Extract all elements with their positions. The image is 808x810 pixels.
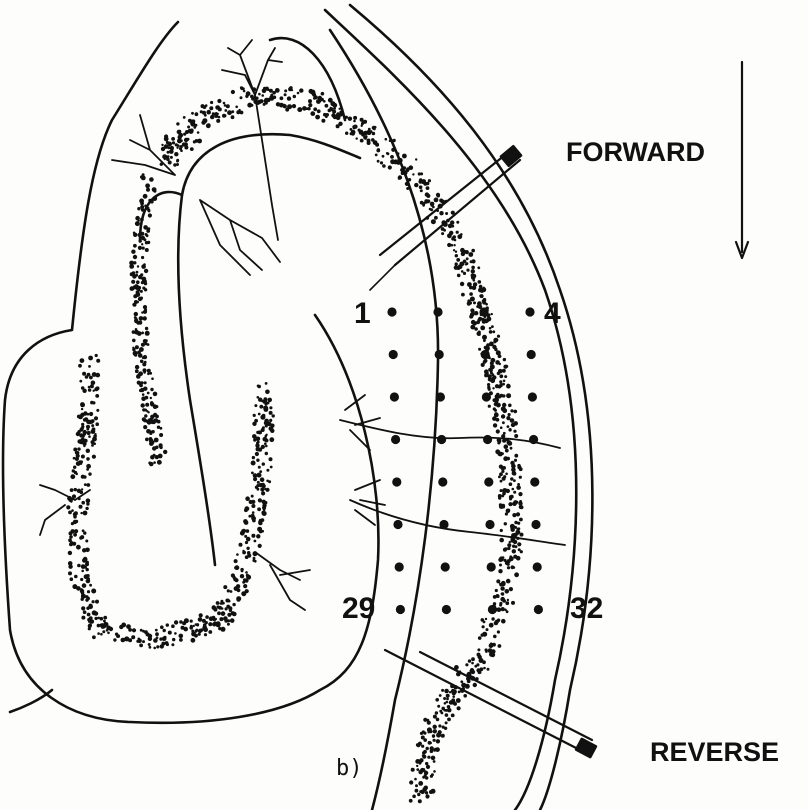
reverse-label: REVERSE <box>650 737 779 768</box>
electrode-site <box>531 520 540 529</box>
electrode-site <box>527 350 536 359</box>
electrode-grid <box>387 307 543 614</box>
dentate-left-boundary <box>140 192 182 240</box>
electrode-site <box>392 477 401 486</box>
alveus-line-inner <box>350 5 592 810</box>
electrode-site <box>387 307 396 316</box>
electrode-site <box>483 435 492 444</box>
electrode-site <box>396 605 405 614</box>
reverse-electrode <box>385 650 596 757</box>
electrode-site <box>435 350 444 359</box>
electrode-label-4: 4 <box>544 297 561 331</box>
electrode-site <box>528 392 537 401</box>
electrode-site <box>441 562 450 571</box>
electrode-site <box>438 477 447 486</box>
dentate-band <box>66 173 275 649</box>
electrode-site <box>487 562 496 571</box>
electrode-site <box>391 435 400 444</box>
electrode-site <box>436 392 445 401</box>
electrode-site <box>479 307 488 316</box>
electrode-site <box>433 307 442 316</box>
electrode-site <box>389 350 398 359</box>
electrode-label-29: 29 <box>342 592 375 626</box>
electrode-site <box>482 392 491 401</box>
electrode-site <box>488 605 497 614</box>
electrode-label-1: 1 <box>354 297 371 331</box>
electrode-site <box>439 520 448 529</box>
electrode-site <box>484 477 493 486</box>
electrode-site <box>390 392 399 401</box>
slice-outline <box>3 22 379 723</box>
electrode-site <box>481 350 490 359</box>
electrode-site <box>525 307 534 316</box>
ca-band-upper <box>160 86 524 803</box>
electrode-site <box>534 605 543 614</box>
forward-electrode <box>370 146 521 290</box>
forward-label: FORWARD <box>566 137 705 168</box>
electrode-site <box>529 435 538 444</box>
electrode-site <box>485 520 494 529</box>
electrode-site <box>442 605 451 614</box>
dentate-inner-boundary <box>178 134 360 565</box>
slice-tail <box>10 690 52 712</box>
electrode-site <box>533 562 542 571</box>
panel-label: b) <box>336 756 363 781</box>
stratum-line <box>330 30 438 810</box>
alveus-line-outer <box>325 10 576 810</box>
electrode-site <box>437 435 446 444</box>
electrode-label-32: 32 <box>570 592 603 626</box>
electrode-site <box>395 562 404 571</box>
electrode-site <box>393 520 402 529</box>
electrode-site <box>530 477 539 486</box>
